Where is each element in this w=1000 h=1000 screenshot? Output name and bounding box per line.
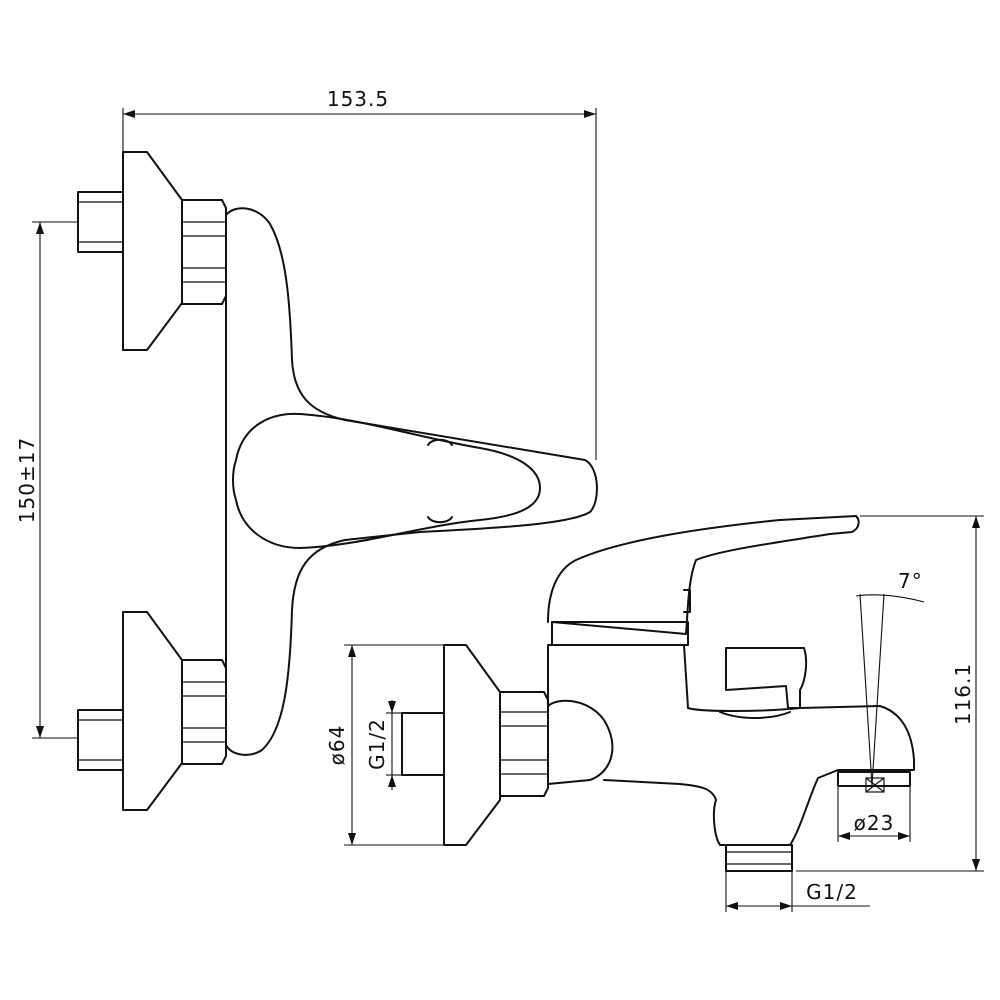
side-inlet-thread bbox=[401, 712, 445, 776]
dim-angle: 7° bbox=[855, 569, 925, 787]
shower-outlet-thread bbox=[725, 844, 793, 872]
angle-label: 7° bbox=[898, 569, 923, 593]
side-lever-handle bbox=[547, 515, 860, 635]
side-body bbox=[547, 644, 915, 846]
bottom-rosette bbox=[122, 611, 183, 811]
inlet-centers-label: 150±17 bbox=[15, 437, 39, 523]
dim-outlet-thread: G1/2 bbox=[725, 871, 870, 912]
spout-diameter-label: ø23 bbox=[854, 811, 895, 835]
top-inlet-pipe bbox=[77, 191, 124, 253]
dimension-lines: 153.5 150±17 ø64 G1/2 bbox=[15, 87, 984, 912]
dim-inlet-thread: G1/2 bbox=[365, 700, 402, 790]
inlet-thread-label: G1/2 bbox=[365, 718, 389, 770]
dim-height: 116.1 bbox=[796, 515, 984, 872]
dim-spout-diameter: ø23 bbox=[837, 786, 911, 842]
top-rosette bbox=[122, 151, 183, 351]
side-hex-nut bbox=[499, 691, 549, 797]
front-lever-handle bbox=[232, 412, 541, 549]
side-diverter-knob bbox=[719, 647, 808, 719]
bottom-inlet-pipe bbox=[77, 709, 124, 771]
bottom-hex-nut bbox=[181, 659, 227, 765]
front-view bbox=[77, 151, 598, 811]
outlet-thread-label: G1/2 bbox=[806, 880, 858, 904]
dim-overall-width: 153.5 bbox=[122, 87, 597, 460]
dim-rosette-diameter: ø64 bbox=[325, 644, 444, 846]
side-rosette bbox=[443, 644, 501, 846]
side-view bbox=[401, 515, 915, 872]
side-cartridge-cap bbox=[551, 621, 689, 646]
height-label: 116.1 bbox=[951, 663, 975, 725]
overall-width-label: 153.5 bbox=[327, 87, 389, 111]
top-hex-nut bbox=[181, 199, 227, 305]
mixer-body bbox=[225, 207, 598, 756]
spout-outlet bbox=[837, 771, 911, 793]
rosette-diameter-label: ø64 bbox=[325, 725, 349, 766]
dim-inlet-centers: 150±17 bbox=[15, 221, 78, 739]
